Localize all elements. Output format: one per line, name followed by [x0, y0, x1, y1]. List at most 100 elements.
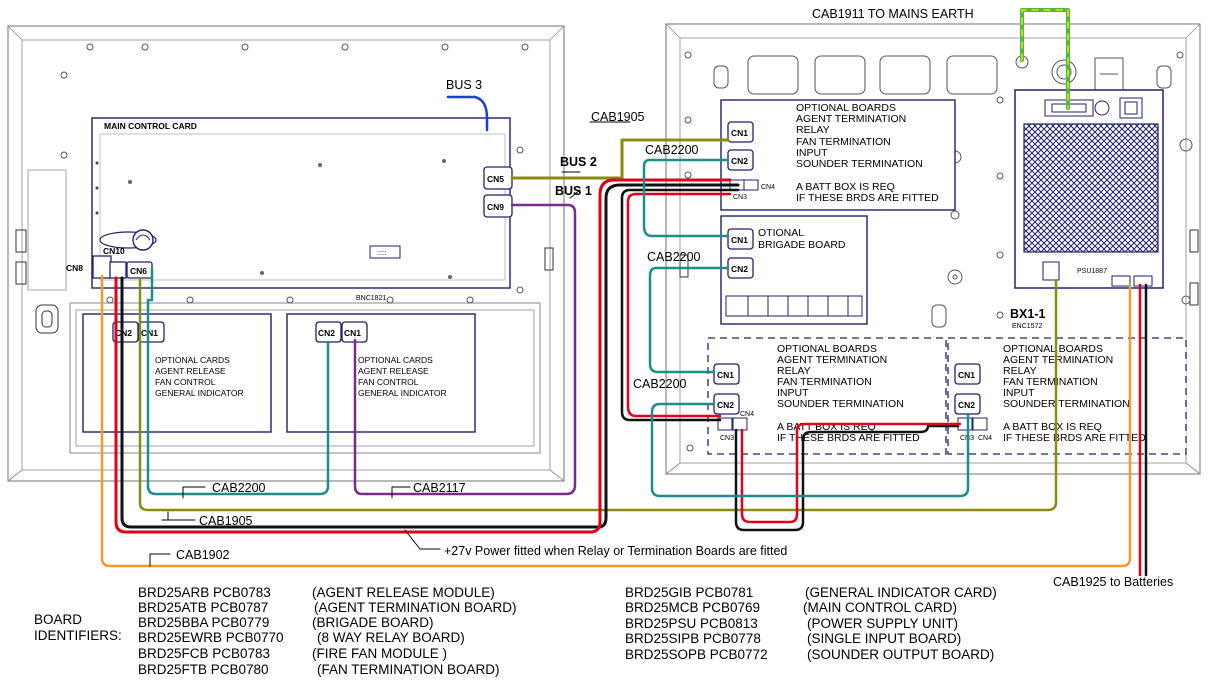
- slot1-line-3: FAN CONTROL: [155, 377, 216, 387]
- brigade-board: [720, 215, 868, 325]
- slot1-line-1: OPTIONAL CARDS: [155, 355, 230, 365]
- slot1-line-2: AGENT RELEASE: [155, 366, 226, 376]
- id-right-1-desc: (GENERAL INDICATOR CARD): [805, 585, 997, 600]
- svg-text::::::: :::::: [377, 250, 387, 257]
- top-board-cn1: CN1: [731, 128, 748, 138]
- top-optional-board: [720, 99, 956, 211]
- lower1-line-1: OPTIONAL BOARDS: [777, 343, 877, 355]
- id-left-1-desc: (AGENT RELEASE MODULE): [312, 585, 495, 600]
- lower2-cn1: CN1: [958, 370, 975, 380]
- top-board-note-1: A BATT BOX IS REQ: [796, 181, 895, 193]
- slot1-cn2: CN2: [115, 328, 132, 338]
- main-card-connectors: [92, 166, 513, 279]
- id-left-6-code: BRD25FTB PCB0780: [138, 662, 269, 677]
- identifiers-heading-1: BOARD: [34, 612, 82, 627]
- cn8-label: CN8: [66, 263, 83, 273]
- cn10-label: CN10: [103, 246, 125, 256]
- slot2-cn1: CN1: [344, 328, 361, 338]
- slot2-line-1: OPTIONAL CARDS: [358, 355, 433, 365]
- lower2-line-4: FAN TERMINATION: [1003, 376, 1098, 388]
- top-board-line-1: OPTIONAL BOARDS: [796, 102, 896, 114]
- id-right-2-desc: (MAIN CONTROL CARD): [803, 600, 957, 615]
- top-board-line-5: INPUT: [796, 147, 828, 159]
- lower1-cn1: CN1: [717, 370, 734, 380]
- bus3-label: BUS 3: [446, 78, 482, 92]
- id-right-5-code: BRD25SOPB PCB0772: [625, 647, 768, 662]
- left-optional-card-slot-1: [82, 313, 272, 433]
- id-left-6-desc: (FAN TERMINATION BOARD): [317, 662, 500, 677]
- slot1-line-4: GENERAL INDICATOR: [155, 388, 244, 398]
- top-board-note-2: IF THESE BRDS ARE FITTED: [796, 192, 939, 204]
- box-code: ENC1572: [1012, 323, 1042, 330]
- id-left-5-desc: (FIRE FAN MODULE ): [312, 646, 447, 661]
- cab2200-right-wire-a: [642, 158, 730, 238]
- psu-label: PSU1887: [1077, 268, 1107, 275]
- lower2-cn2: CN2: [958, 400, 975, 410]
- cn6-label: CN6: [130, 266, 147, 276]
- lower1-line-3: RELAY: [777, 365, 811, 377]
- main-control-card-title: MAIN CONTROL CARD: [104, 121, 197, 131]
- slot2-line-3: FAN CONTROL: [358, 377, 419, 387]
- cab2200-right-wire-b: [648, 266, 730, 374]
- slot2-cn2: CN2: [318, 328, 335, 338]
- cab2200-left-wire: [146, 266, 330, 496]
- lower2-cn4: CN4: [978, 435, 992, 442]
- id-left-2-desc: (AGENT TERMINATION BOARD): [314, 600, 517, 615]
- slot2-line-2: AGENT RELEASE: [358, 366, 429, 376]
- id-left-4-desc: (8 WAY RELAY BOARD): [317, 630, 465, 645]
- cab1902-label: CAB1902: [176, 548, 230, 562]
- box-label: BX1-1: [1010, 307, 1045, 321]
- cab1902-wire: [100, 274, 1132, 568]
- lower2-line-1: OPTIONAL BOARDS: [1003, 343, 1103, 355]
- cn9-label: CN9: [487, 202, 504, 212]
- lower1-cn3: CN3: [720, 435, 734, 442]
- id-right-4-desc: (SINGLE INPUT BOARD): [807, 631, 961, 646]
- lower2-note-2: IF THESE BRDS ARE FITTED: [1003, 432, 1146, 444]
- left-enclosure: [7, 25, 565, 482]
- lower2-line-6: SOUNDER TERMINATION: [1003, 398, 1130, 410]
- right-enclosure: [665, 23, 1201, 475]
- id-right-5-desc: (SOUNDER OUTPUT BOARD): [807, 647, 994, 662]
- cab2200-a-label: CAB2200: [645, 143, 699, 157]
- id-left-4-code: BRD25EWRB PCB0770: [138, 630, 284, 645]
- id-left-1-code: BRD25ARB PCB0783: [138, 585, 271, 600]
- lower2-note-1: A BATT BOX IS REQ: [1003, 421, 1102, 433]
- left-screws: [60, 43, 529, 304]
- top-board-cn4: CN4: [761, 184, 775, 191]
- cab2200-c-label: CAB2200: [633, 377, 687, 391]
- slot1-cn1: CN1: [141, 328, 158, 338]
- id-right-3-desc: (POWER SUPPLY UNIT): [807, 616, 958, 631]
- cab2200-right-wire-c: [650, 402, 970, 498]
- power-note: +27v Power fitted when Relay or Terminat…: [444, 544, 787, 558]
- lower1-line-6: SOUNDER TERMINATION: [777, 398, 904, 410]
- top-board-line-4: FAN TERMINATION: [796, 136, 891, 148]
- cab1905-left-wire: [138, 276, 1058, 512]
- lower1-note-2: IF THESE BRDS ARE FITTED: [777, 432, 920, 444]
- cab1905-top-label: CAB1905: [591, 110, 645, 124]
- left-optional-card-slot-2: [286, 313, 476, 433]
- lower2-line-3: RELAY: [1003, 365, 1037, 377]
- main-control-card: :::::: [91, 117, 511, 289]
- slot2-line-4: GENERAL INDICATOR: [358, 388, 447, 398]
- top-board-cn2: CN2: [731, 156, 748, 166]
- lower2-line-2: AGENT TERMINATION: [1003, 354, 1113, 366]
- brigade-line-2: BRIGADE BOARD: [758, 239, 846, 251]
- cab2200-b-label: CAB2200: [647, 250, 701, 264]
- top-board-line-6: SOUNDER TERMINATION: [796, 158, 923, 170]
- id-right-2-code: BRD25MCB PCB0769: [625, 600, 760, 615]
- top-board-line-3: RELAY: [796, 124, 830, 136]
- cab1905-bottom-label: CAB1905: [199, 514, 253, 528]
- lower1-cn2: CN2: [717, 400, 734, 410]
- id-right-3-code: BRD25PSU PCB0813: [625, 616, 758, 631]
- id-left-5-code: BRD25FCB PCB0783: [138, 646, 270, 661]
- psu-unit: [1014, 89, 1164, 289]
- bus2-label: BUS 2: [560, 155, 597, 169]
- id-left-3-code: BRD25BBA PCB0779: [138, 615, 269, 630]
- lower1-line-4: FAN TERMINATION: [777, 376, 872, 388]
- lower1-cn4: CN4: [740, 411, 754, 418]
- cab1925-label: CAB1925 to Batteries: [1053, 575, 1173, 589]
- bus1-wire: [353, 203, 577, 496]
- id-left-3-desc: (BRIGADE BOARD): [312, 615, 434, 630]
- bus3-wire: [446, 95, 489, 132]
